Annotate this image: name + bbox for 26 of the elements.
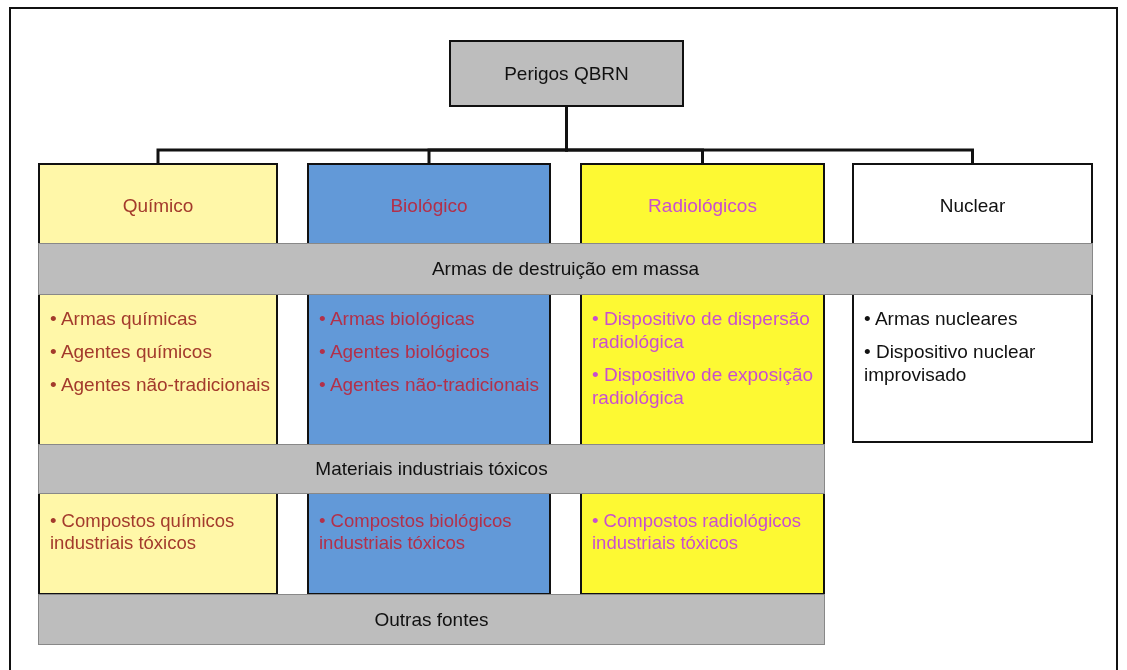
band-label: Outras fontes <box>374 608 489 631</box>
bullet-item: • Armas biológicas <box>319 307 476 330</box>
bullet-item: • Compostos radiológicos industriais tóxicos <box>592 510 803 554</box>
column-heading: Nuclear <box>939 195 1006 217</box>
bullet-item: • Armas químicas <box>50 307 199 330</box>
bullet-item: • Compostos biológicos industriais tóxicos <box>319 510 513 554</box>
band-label: Materiais industriais tóxicos <box>315 458 548 480</box>
bullet-item: • Dispositivo de dispersão radiológica <box>592 307 811 353</box>
bullet-item: • Agentes biológicos <box>319 340 491 363</box>
category-band <box>38 444 825 494</box>
bullet-item: • Agentes não-tradicionais <box>50 373 271 396</box>
root-box <box>449 40 684 107</box>
bullet-item: • Agentes químicos <box>50 340 213 363</box>
column-heading: Radiológicos <box>648 195 757 217</box>
bullet-item: • Dispositivo nuclear improvisado <box>864 340 1037 386</box>
connector-line <box>565 107 974 163</box>
bullet-item: • Dispositivo de exposição radiológica <box>592 363 815 409</box>
band-label: Armas de destruição em massa <box>431 258 700 280</box>
column-heading: Químico <box>122 195 194 217</box>
category-band <box>38 243 1093 295</box>
root-label: Perigos QBRN <box>504 62 629 85</box>
bullet-item: • Compostos químicos industriais tóxicos <box>50 510 236 554</box>
category-band <box>38 594 825 645</box>
bullet-item: • Agentes não-tradicionais <box>319 373 540 396</box>
column-heading: Biológico <box>390 195 468 217</box>
bullet-item: • Armas nucleares <box>864 307 1019 330</box>
